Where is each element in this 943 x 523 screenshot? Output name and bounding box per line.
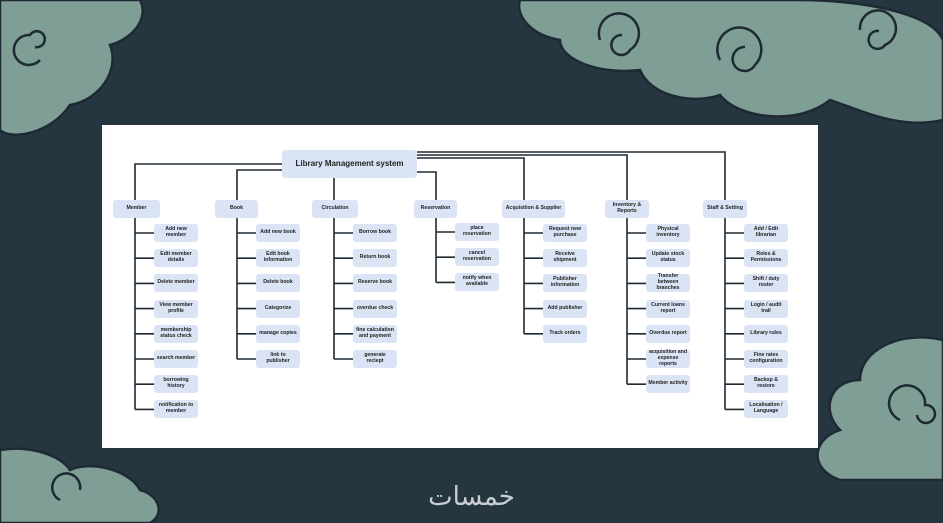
leaf-node: Update stock status bbox=[646, 249, 690, 268]
root-connector bbox=[236, 169, 282, 200]
leaf-node: Borrow book bbox=[353, 224, 397, 242]
leaf-node: acquisition and expense reports bbox=[646, 349, 690, 368]
leaf-node: place reservation bbox=[455, 223, 499, 241]
leaf-node: manage copies bbox=[256, 324, 300, 343]
leaf-node: Delete member bbox=[154, 274, 198, 293]
leaf-node: Backup & restore bbox=[744, 375, 788, 394]
leaf-node: Roles & Permissions bbox=[744, 249, 788, 268]
connector-lines bbox=[134, 151, 744, 411]
leaf-node: Add publisher bbox=[543, 299, 587, 318]
leaf-node: Library rules bbox=[744, 324, 788, 343]
leaf-node: Reserve book bbox=[353, 274, 397, 293]
leaf-node: link to publisher bbox=[256, 350, 300, 368]
leaf-node: Request new purchase bbox=[543, 224, 587, 242]
leaf-node: Localisation / Language bbox=[744, 400, 788, 419]
root-node: Library Management system bbox=[282, 150, 417, 178]
branch-node: Circulation bbox=[312, 200, 358, 218]
branch-node: Reservation bbox=[414, 200, 457, 218]
branch-node: Member bbox=[113, 200, 160, 218]
leaf-node: Delete book bbox=[256, 274, 300, 293]
leaf-node: Receive shipment bbox=[543, 249, 587, 268]
leaf-node: View member profile bbox=[154, 299, 198, 318]
leaf-node: notification to member bbox=[154, 400, 198, 419]
leaf-node: Add new member bbox=[154, 224, 198, 242]
leaf-node: Add / Edit librarian bbox=[744, 224, 788, 242]
leaf-node: Shift / duty roster bbox=[744, 274, 788, 293]
leaf-node: generate reciept bbox=[353, 350, 397, 368]
leaf-node: Physical inventory bbox=[646, 224, 690, 242]
branch-node: Book bbox=[215, 200, 258, 218]
leaf-node: Fine rates configuration bbox=[744, 350, 788, 368]
root-connector bbox=[134, 163, 282, 200]
leaf-node: Overdue report bbox=[646, 324, 690, 343]
branch-node: Staff & Setting bbox=[703, 200, 747, 218]
leaf-node: overdue check bbox=[353, 299, 397, 318]
root-connector bbox=[417, 151, 726, 200]
root-connector bbox=[417, 171, 437, 200]
leaf-node: membership status check bbox=[154, 324, 198, 343]
leaf-node: Login / audit trail bbox=[744, 299, 788, 318]
leaf-node: Return book bbox=[353, 249, 397, 268]
leaf-node: borrowing history bbox=[154, 375, 198, 394]
khamsat-logo: خمسات bbox=[428, 482, 515, 512]
leaf-node: Add new book bbox=[256, 224, 300, 242]
leaf-node: Edit member details bbox=[154, 249, 198, 268]
root-connector bbox=[417, 157, 525, 200]
leaf-node: notify when available bbox=[455, 273, 499, 292]
leaf-node: Edit book information bbox=[256, 249, 300, 268]
leaf-node: Categorize bbox=[256, 299, 300, 318]
leaf-node: cancel reservation bbox=[455, 248, 499, 267]
branch-node: Inventory & Reports bbox=[605, 200, 649, 218]
leaf-node: Member activity bbox=[646, 375, 690, 394]
root-connector bbox=[417, 154, 628, 200]
branch-node: Acquisition & Supplier bbox=[502, 200, 565, 218]
leaf-node: Current loans report bbox=[646, 299, 690, 318]
leaf-node: Track orders bbox=[543, 324, 587, 343]
leaf-node: Publisher information bbox=[543, 274, 587, 293]
leaf-node: Transfer between branches bbox=[646, 273, 690, 293]
leaf-node: fine calculation and payment bbox=[353, 324, 397, 343]
leaf-node: search member bbox=[154, 350, 198, 368]
